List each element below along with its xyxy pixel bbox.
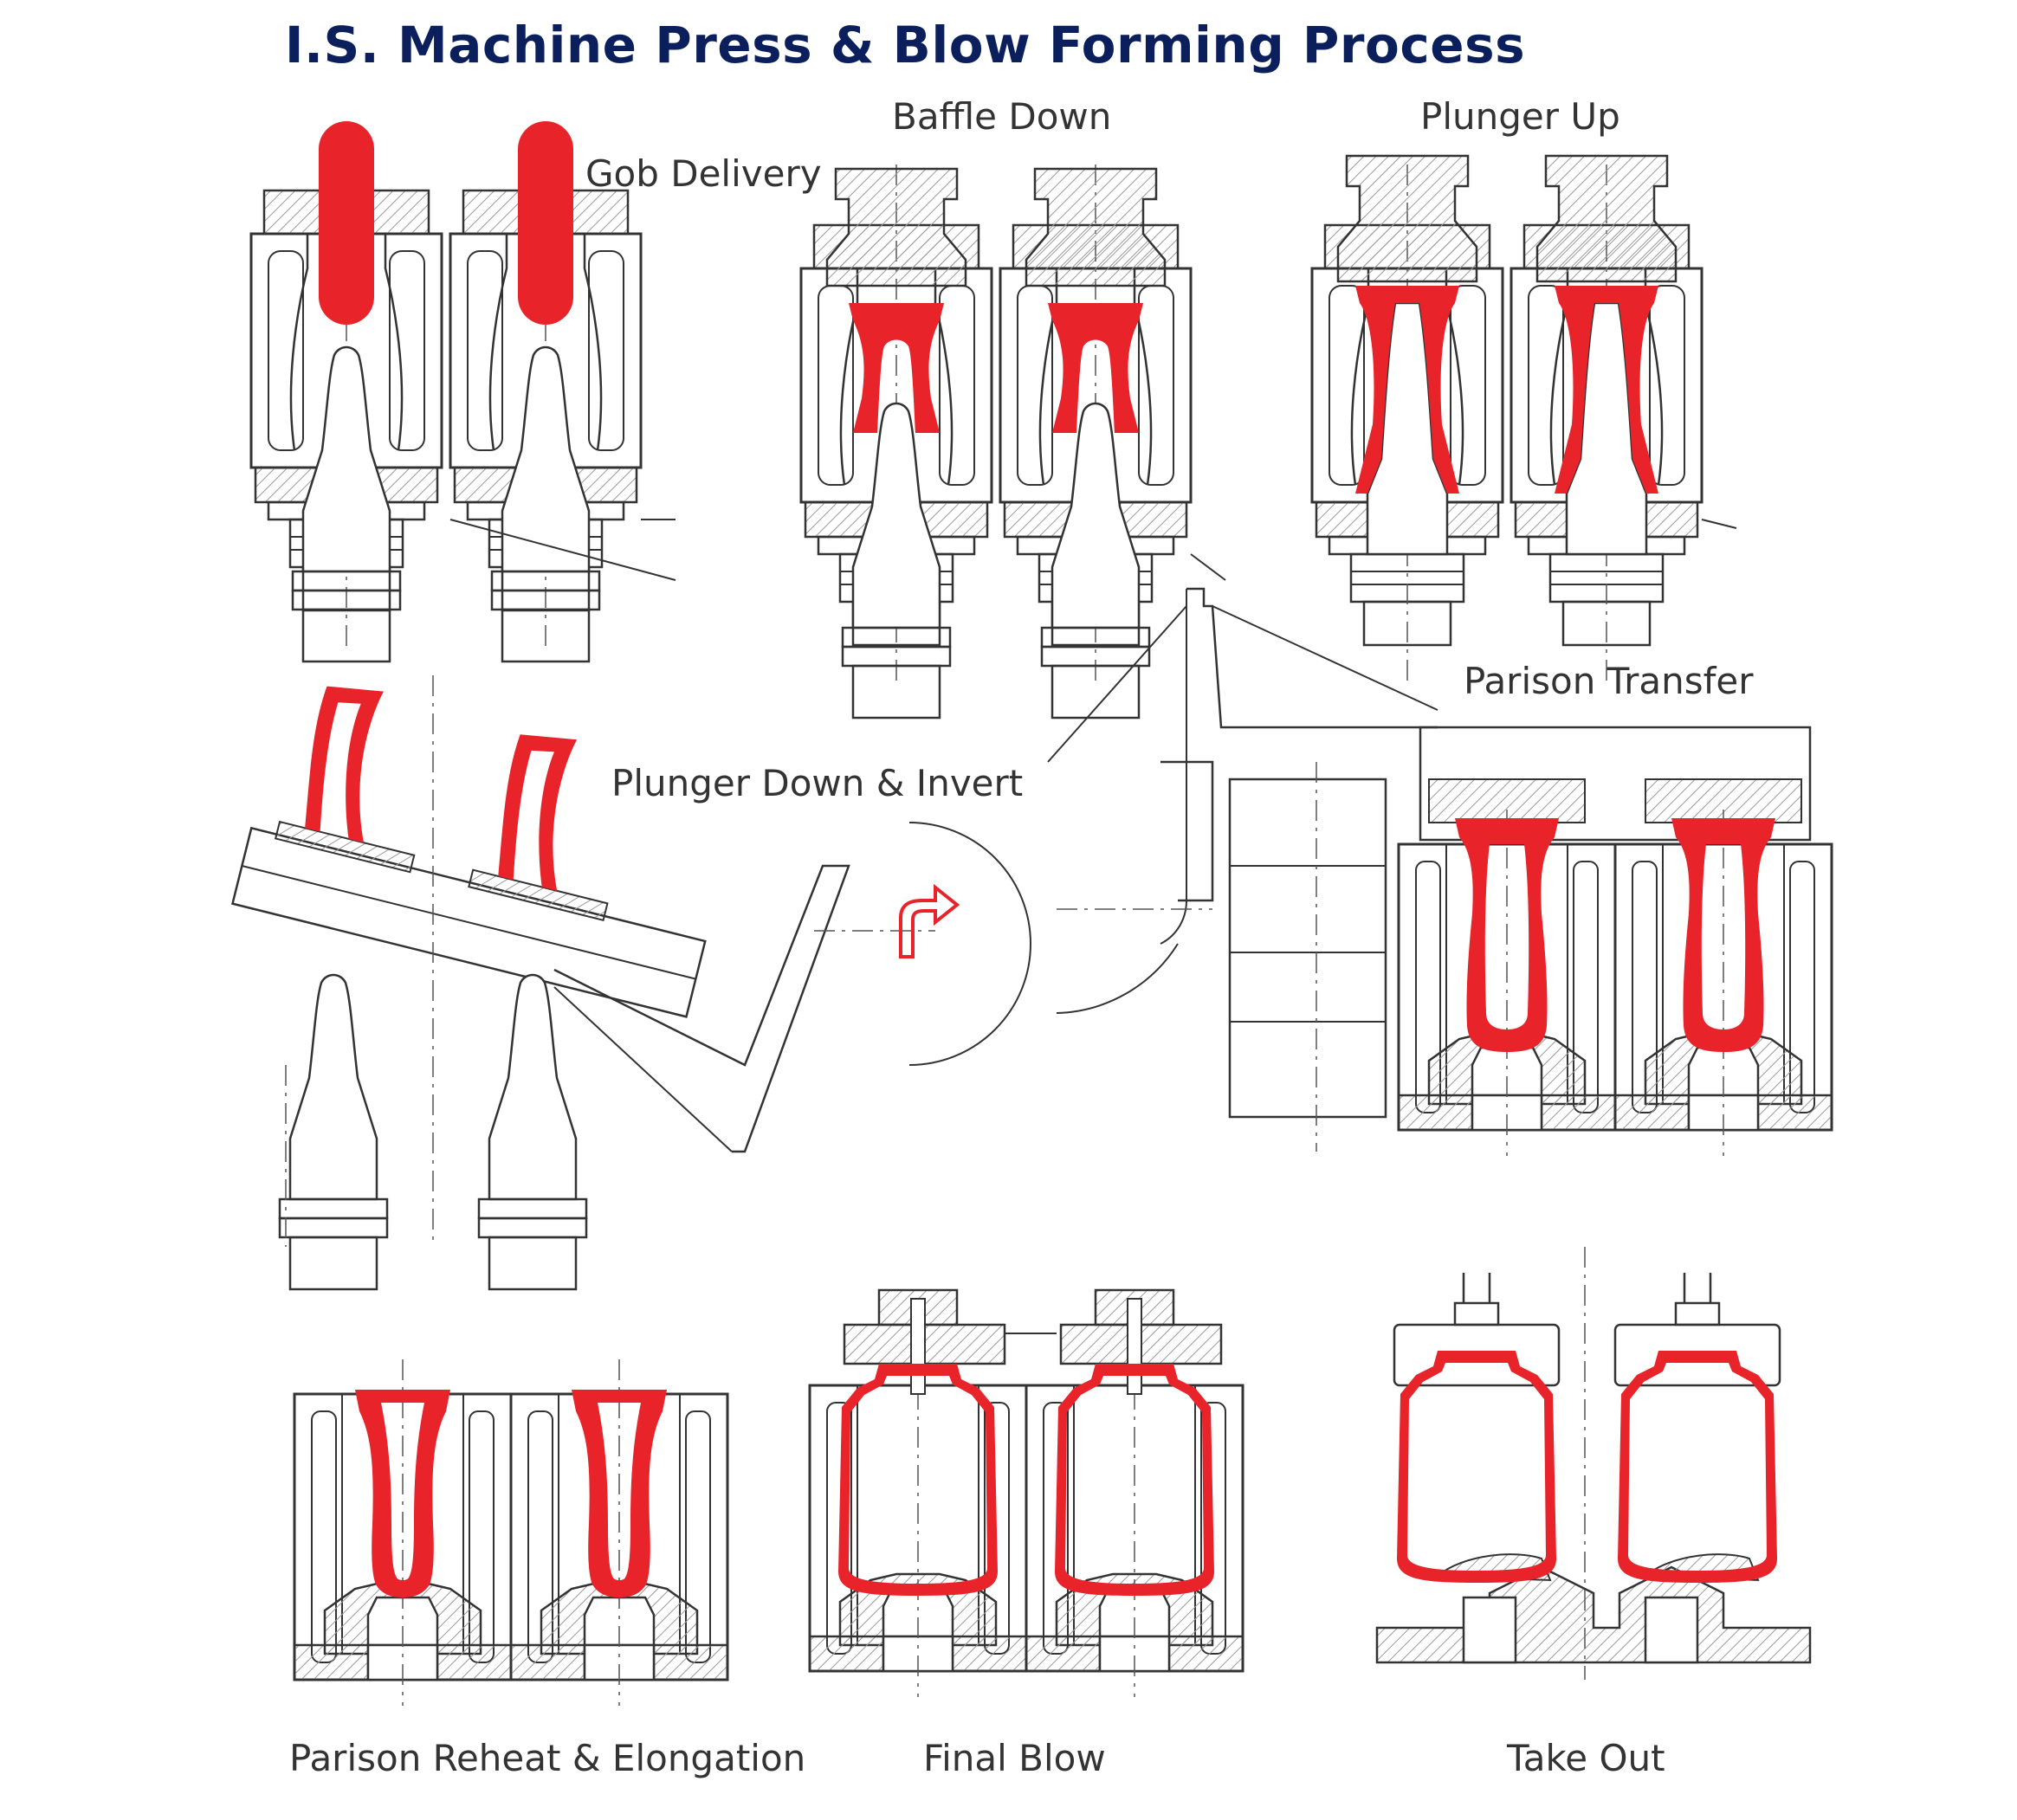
label-plunger-up: Plunger Up	[1420, 95, 1620, 138]
label-plunger-down-invert: Plunger Down & Invert	[611, 762, 1024, 804]
step-plunger-up	[1310, 154, 1737, 686]
step-baffle-down	[799, 163, 1226, 720]
step-plunger-down-invert	[230, 675, 1031, 1291]
label-final-blow: Final Blow	[923, 1737, 1106, 1779]
step-parison-transfer	[1047, 587, 1833, 1158]
label-gob-delivery: Gob Delivery	[585, 152, 822, 195]
label-baffle-down: Baffle Down	[892, 95, 1112, 138]
step-gob-delivery	[249, 121, 676, 663]
step-parison-reheat	[293, 1358, 729, 1707]
step-take-out	[1375, 1247, 1812, 1680]
step-final-blow	[808, 1288, 1244, 1699]
diagram-title: I.S. Machine Press & Blow Forming Proces…	[284, 16, 1526, 74]
label-parison-transfer: Parison Transfer	[1464, 660, 1754, 702]
label-take-out: Take Out	[1507, 1737, 1665, 1779]
label-parison-reheat: Parison Reheat & Elongation	[289, 1737, 806, 1779]
